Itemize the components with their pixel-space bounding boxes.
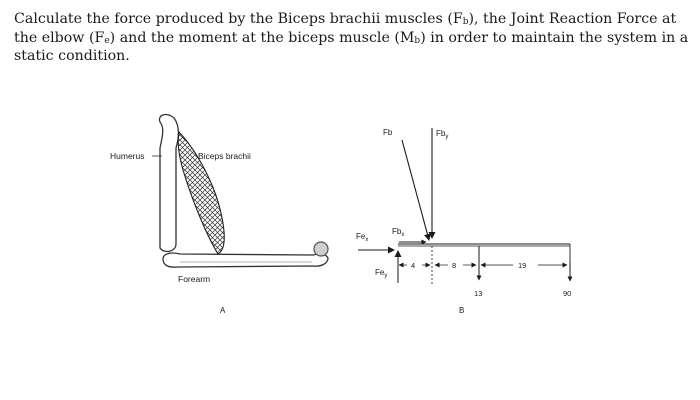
dim-4-label: 4 (411, 261, 415, 270)
dim-8-label: 8 (452, 261, 456, 270)
fex-label: Fex (356, 232, 368, 243)
figure-a-caption: A (220, 306, 226, 315)
arm-illustration (158, 113, 329, 268)
fb-arrow (401, 139, 431, 241)
fb-label: Fb (383, 128, 393, 137)
dim-19-label: 19 (518, 261, 526, 270)
forearm-label: Forearm (178, 274, 210, 284)
figure-b-caption: B (459, 306, 464, 315)
humerus-label: Humerus (110, 151, 144, 161)
humerus-bone (158, 113, 180, 253)
biceps-label: Biceps brachii (198, 151, 251, 161)
hand-joint (313, 241, 329, 257)
forearm-bone (162, 252, 329, 268)
fbx-label: Fbx (392, 227, 404, 238)
problem-statement: Calculate the force produced by the Bice… (14, 11, 689, 64)
load-13-label: 13 (474, 289, 482, 298)
fey-label: Fey (375, 268, 387, 279)
fby-label: Fby (436, 129, 448, 140)
free-body-diagram (358, 128, 573, 285)
load-90-label: 90 (563, 289, 571, 298)
